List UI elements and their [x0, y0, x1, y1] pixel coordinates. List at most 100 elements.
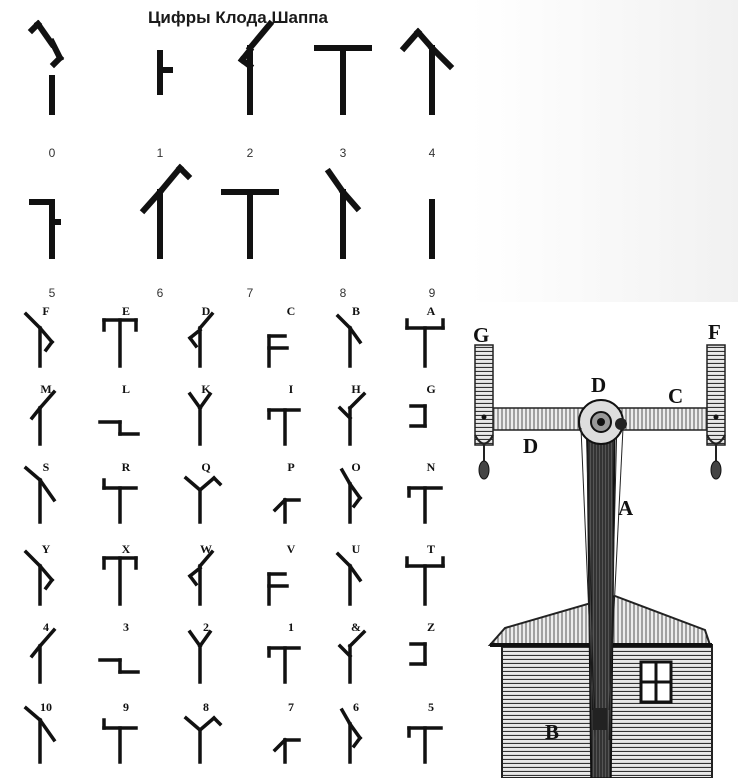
- signal-letter: 5: [409, 700, 453, 715]
- signal-glyph: [104, 558, 136, 604]
- signal-letter: 9: [104, 700, 148, 715]
- signal-glyph: [411, 406, 425, 426]
- signal-letter: L: [104, 382, 148, 397]
- signal-letter: K: [184, 382, 228, 397]
- digit-glyph-1: [160, 53, 170, 92]
- signal-letter: 2: [184, 620, 228, 635]
- label-D-top: D: [591, 373, 606, 398]
- digit-glyph-5: [32, 202, 58, 256]
- signal-glyph: [26, 552, 52, 604]
- signal-letter: H: [334, 382, 378, 397]
- signal-glyph: [409, 488, 441, 522]
- digit-label-3: 3: [323, 146, 363, 160]
- digit-label-1: 1: [140, 146, 180, 160]
- digit-label-8: 8: [323, 286, 363, 300]
- digit-label-6: 6: [140, 286, 180, 300]
- signal-letter: U: [334, 542, 378, 557]
- signal-letter: R: [104, 460, 148, 475]
- digit-glyph-2: [242, 24, 270, 112]
- label-B: B: [545, 720, 559, 745]
- signal-letter: W: [184, 542, 228, 557]
- signal-letter: 10: [24, 700, 68, 715]
- signal-letter: C: [269, 304, 313, 319]
- digit-label-9: 9: [412, 286, 452, 300]
- signal-letter: T: [409, 542, 453, 557]
- signal-glyph: [104, 320, 136, 366]
- digit-label-4: 4: [412, 146, 452, 160]
- signal-glyph: [32, 630, 54, 682]
- signal-letter: 8: [184, 700, 228, 715]
- signal-letter: A: [409, 304, 453, 319]
- label-C: C: [668, 384, 683, 409]
- digit-glyph-4: [404, 32, 450, 112]
- signal-glyph: [186, 718, 220, 762]
- signal-glyph: [269, 410, 299, 444]
- signal-glyph: [190, 394, 210, 444]
- signal-glyph: [275, 740, 299, 762]
- digit-glyph-6: [144, 168, 188, 256]
- digit-glyph-3: [317, 48, 369, 112]
- signal-glyph: [340, 394, 364, 444]
- digit-label-0: 0: [32, 146, 72, 160]
- signal-glyph: [104, 720, 136, 762]
- signal-letter: E: [104, 304, 148, 319]
- signal-glyph: [190, 632, 210, 682]
- signal-glyph: [26, 708, 54, 762]
- signal-glyph: [186, 478, 220, 522]
- signal-glyph: [407, 558, 443, 604]
- signal-letter: D: [184, 304, 228, 319]
- signal-glyph: [26, 314, 52, 366]
- signal-letter: V: [269, 542, 313, 557]
- signal-glyph: [100, 660, 138, 672]
- signal-glyph: [338, 554, 360, 604]
- signal-letter: X: [104, 542, 148, 557]
- digit-glyph-7: [224, 192, 276, 256]
- semaphore-drawing: [465, 300, 738, 778]
- signal-letter: &: [334, 620, 378, 635]
- signal-letter: 4: [24, 620, 68, 635]
- signal-letter: I: [269, 382, 313, 397]
- signal-letter: 3: [104, 620, 148, 635]
- signal-letter: B: [334, 304, 378, 319]
- signal-letter: Z: [409, 620, 453, 635]
- signal-glyph: [275, 500, 299, 522]
- digit-glyph-0: [32, 24, 60, 112]
- signal-glyph: [269, 648, 299, 682]
- signal-glyph: [340, 632, 364, 682]
- signal-letter: S: [24, 460, 68, 475]
- signal-letter: M: [24, 382, 68, 397]
- right-arm: [707, 345, 725, 445]
- signal-letter: 1: [269, 620, 313, 635]
- signal-letter: P: [269, 460, 313, 475]
- signal-glyph: [190, 552, 212, 604]
- label-D-left: D: [523, 434, 538, 459]
- digit-label-2: 2: [230, 146, 270, 160]
- label-F: F: [708, 320, 721, 345]
- signal-glyph: [342, 470, 360, 522]
- label-G: G: [473, 323, 489, 348]
- signal-letter: Q: [184, 460, 228, 475]
- signal-glyph: [269, 574, 287, 604]
- signal-glyph: [342, 710, 360, 762]
- signal-letter: Y: [24, 542, 68, 557]
- letter-signal-grid: [0, 298, 470, 778]
- left-arm: [475, 345, 493, 445]
- signal-glyph: [32, 392, 54, 444]
- signal-letter: O: [334, 460, 378, 475]
- digit-glyph-8: [329, 172, 357, 256]
- signal-letter: G: [409, 382, 453, 397]
- signal-glyph: [104, 480, 136, 522]
- digit-label-5: 5: [32, 286, 72, 300]
- signal-glyph: [338, 316, 360, 366]
- semaphore-tower-illustration: G F D C D A B: [465, 300, 738, 778]
- signal-letter: 7: [269, 700, 313, 715]
- signal-glyph: [411, 644, 425, 664]
- signal-glyph: [100, 422, 138, 434]
- signal-glyph: [407, 320, 443, 366]
- signal-letter: 6: [334, 700, 378, 715]
- digit-label-7: 7: [230, 286, 270, 300]
- signal-glyph: [190, 314, 212, 366]
- signal-letter: N: [409, 460, 453, 475]
- signal-glyph: [26, 468, 54, 522]
- signal-letter: F: [24, 304, 68, 319]
